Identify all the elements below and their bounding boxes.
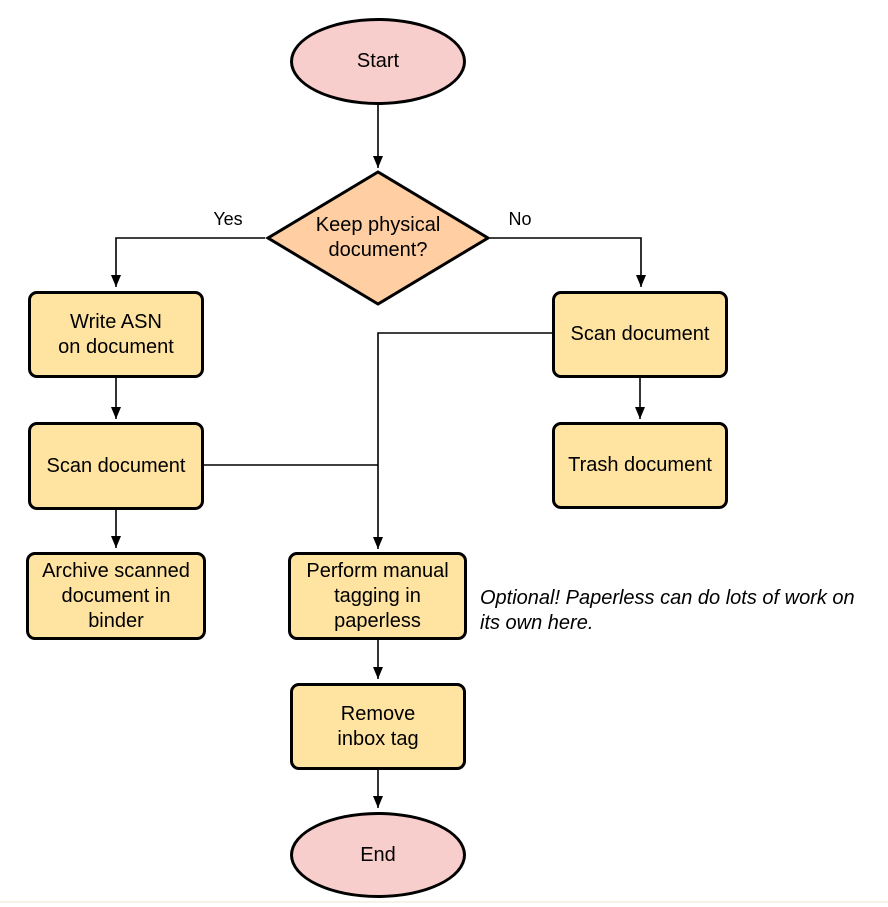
node-decision-keep-physical: Keep physical document?: [265, 170, 491, 306]
node-start-label: Start: [356, 50, 400, 72]
edge-label-yes: Yes: [213, 209, 243, 229]
node-archive-binder-label: Archive scanned document in binder: [42, 559, 190, 632]
node-trash-document-label: Trash document: [568, 454, 712, 476]
note-optional: Optional! Paperless can do lots of work …: [480, 587, 855, 634]
node-scan-document-left-label: Scan document: [46, 454, 186, 477]
node-write-asn-label: Write ASN on document: [58, 310, 174, 358]
node-start: Start: [290, 18, 466, 105]
connector-decision-yes-to-write-asn: [111, 237, 265, 287]
edge-label-no: No: [508, 209, 532, 229]
page-bottom-edge: [0, 901, 888, 903]
node-perform-tagging: Perform manual tagging in paperless: [288, 552, 467, 640]
node-perform-tagging-label: Perform manual tagging in paperless: [306, 559, 449, 632]
node-scan-document-left: Scan document: [28, 422, 204, 510]
node-scan-document-right: Scan document: [552, 291, 728, 378]
node-remove-inbox-tag: Remove inbox tag: [290, 683, 466, 770]
node-end: End: [290, 812, 466, 898]
node-archive-binder: Archive scanned document in binder: [26, 552, 206, 640]
decision-diamond-shape: [265, 170, 491, 306]
node-trash-document: Trash document: [552, 422, 728, 509]
node-end-label: End: [360, 843, 396, 866]
node-write-asn: Write ASN on document: [28, 291, 204, 378]
node-decision-label: Keep physical document?: [315, 214, 441, 261]
node-scan-document-right-label: Scan document: [570, 323, 710, 345]
connector-scan-right-to-tagging: [373, 332, 553, 549]
connector-decision-no-to-scan-right: [490, 237, 646, 287]
node-remove-inbox-tag-label: Remove inbox tag: [337, 702, 419, 750]
